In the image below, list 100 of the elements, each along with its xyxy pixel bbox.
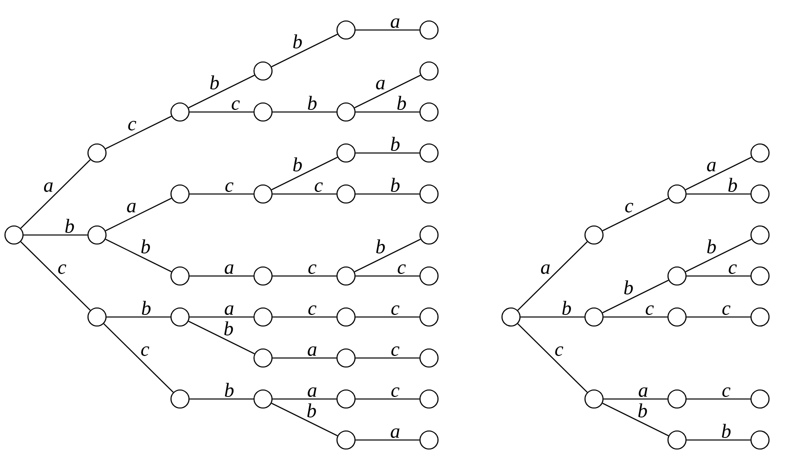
edge-line [602, 402, 669, 436]
edge-label: a [638, 387, 648, 397]
tree-node [750, 266, 770, 286]
tree-node [170, 102, 190, 122]
edge-label: b [624, 280, 633, 294]
tree-node [4, 225, 24, 245]
edge-label: c [555, 346, 564, 356]
edge-line [356, 275, 420, 277]
edge-line [517, 241, 588, 311]
tree-node [667, 184, 687, 204]
tree-node [750, 184, 770, 204]
edge-label: b [142, 300, 151, 315]
edge-label: b [210, 75, 219, 90]
tree-node [253, 61, 273, 81]
edge-line [686, 316, 750, 318]
tree-node [419, 184, 439, 204]
tree-node [667, 389, 687, 409]
edge-line [272, 316, 336, 318]
tree-node [419, 389, 439, 409]
tree-node [584, 307, 604, 327]
edge-label: a [390, 428, 400, 438]
tree-node [419, 307, 439, 327]
edge-line [356, 439, 420, 441]
edge-label: b [722, 424, 731, 438]
edge-label: b [293, 157, 302, 172]
edge-line [20, 159, 91, 229]
edge-line [271, 156, 338, 190]
edge-line [105, 116, 172, 150]
edge-line [686, 398, 750, 400]
tree-node [170, 389, 190, 409]
edge-line [685, 238, 752, 272]
edge-label: b [390, 178, 400, 192]
edge-label: b [224, 321, 233, 336]
tree-node [253, 266, 273, 286]
tree-node [336, 102, 356, 122]
edge-line [356, 316, 420, 318]
edge-line [602, 280, 669, 314]
tree-node [87, 307, 107, 327]
tree-node [336, 348, 356, 368]
tree-node [419, 225, 439, 245]
edge-label: c [625, 202, 634, 212]
edge-label: a [376, 80, 385, 90]
tree-node [336, 143, 356, 163]
edge-line [272, 398, 336, 400]
edge-label: b [562, 300, 571, 315]
edge-line [602, 198, 669, 232]
edge-line [604, 398, 668, 400]
tree-node [336, 430, 356, 450]
tree-node [253, 184, 273, 204]
edge-label: b [728, 178, 737, 192]
edge-label: b [293, 34, 302, 48]
tree-node [667, 266, 687, 286]
edge-line [272, 275, 336, 277]
edge-line [188, 320, 255, 354]
edge-line [105, 238, 172, 272]
tree-node [419, 266, 439, 286]
tree-node [253, 102, 273, 122]
edge-line [356, 29, 420, 31]
tree-node [336, 184, 356, 204]
edge-label: c [391, 346, 400, 356]
tree-node [667, 430, 687, 450]
tree-node [419, 61, 439, 81]
edge-line [190, 111, 254, 113]
edge-label: c [391, 305, 400, 315]
tree-node [667, 307, 687, 327]
edge-line [271, 34, 338, 68]
edge-line [520, 316, 584, 318]
edge-line [105, 198, 172, 232]
edge-line [686, 193, 750, 195]
edge-label: b [376, 239, 385, 254]
edge-label: c [232, 100, 240, 110]
edge-label: a [707, 162, 716, 172]
tree-node [584, 389, 604, 409]
edge-label: a [224, 305, 234, 315]
tree-node [750, 143, 770, 163]
tree-node [419, 348, 439, 368]
edge-label: a [308, 346, 316, 356]
edge-label: b [224, 382, 234, 397]
tree-node [87, 143, 107, 163]
edge-line [190, 398, 254, 400]
edge-line [190, 275, 254, 277]
edge-line [272, 193, 336, 195]
edge-label: a [308, 387, 316, 397]
edge-label: c [308, 305, 316, 315]
edge-line [272, 357, 336, 359]
edge-label: b [638, 403, 647, 418]
edge-line [356, 398, 420, 400]
edge-label: c [128, 120, 136, 130]
edge-line [103, 323, 174, 393]
edge-line [685, 156, 752, 190]
tree-node [501, 307, 521, 327]
tree-node [750, 430, 770, 450]
tree-node [419, 143, 439, 163]
edge-label: c [141, 346, 150, 356]
tree-node [87, 225, 107, 245]
edge-label: c [58, 264, 66, 274]
edge-line [272, 111, 336, 113]
edge-label: a [390, 18, 400, 28]
edge-line [24, 234, 88, 236]
edge-label: b [707, 239, 716, 254]
